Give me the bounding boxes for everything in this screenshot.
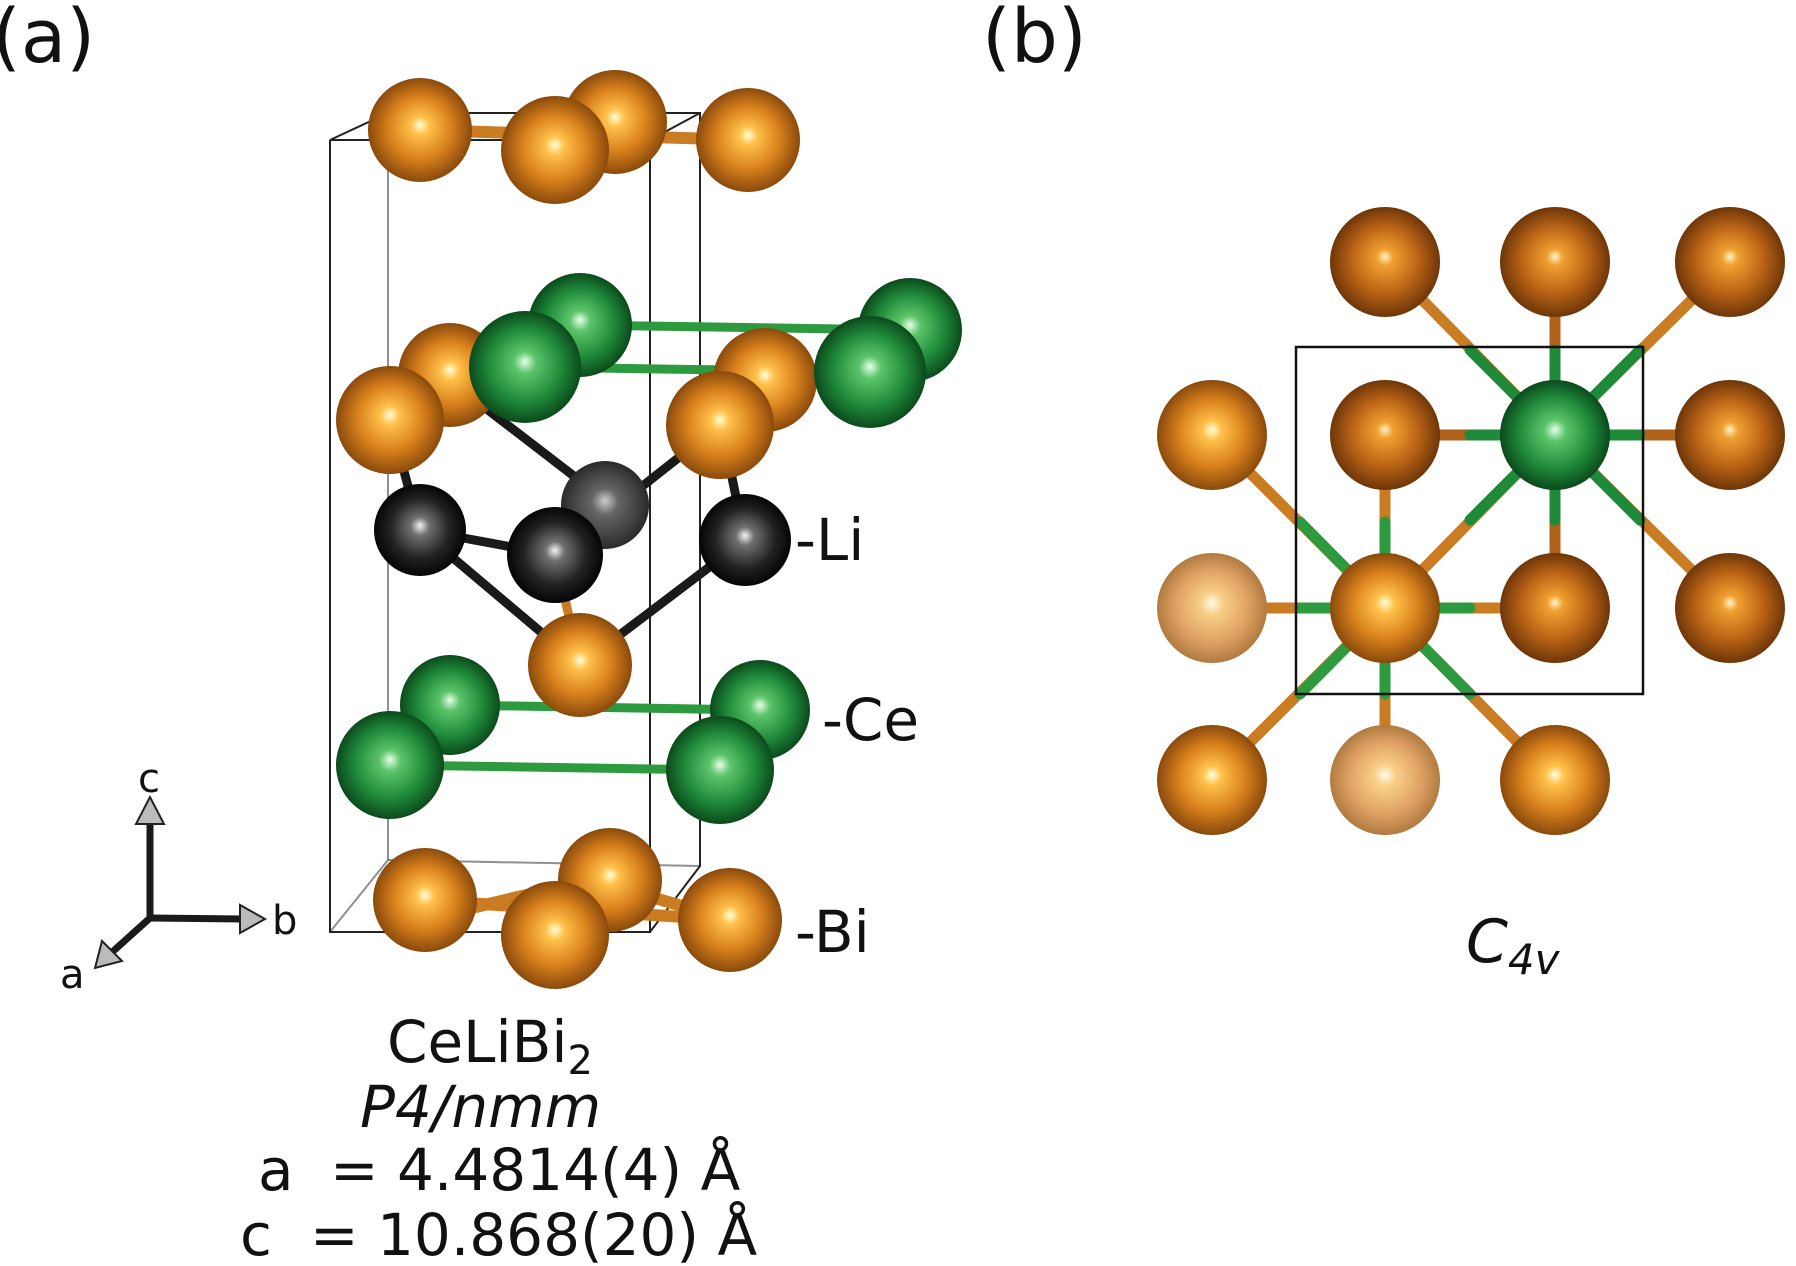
bi-atom xyxy=(1330,207,1440,317)
ce-atom xyxy=(336,711,444,819)
bi-atom xyxy=(1500,207,1610,317)
bi-atom xyxy=(1500,553,1610,663)
bi-atom xyxy=(501,881,609,989)
bi-atom xyxy=(1330,725,1440,835)
lattice-a-name: a xyxy=(258,1136,294,1204)
ce-atom xyxy=(666,716,774,824)
bi-atom xyxy=(336,366,444,474)
bi-atom xyxy=(1675,380,1785,490)
li-atom xyxy=(507,507,603,603)
bi-atom xyxy=(1330,553,1440,663)
bi-atom xyxy=(696,88,800,192)
symmetry-label: C4v xyxy=(1466,907,1561,984)
panel-a-label: (a) xyxy=(0,0,95,80)
c-axis-arrow-icon xyxy=(134,794,166,825)
panel-b-label: (b) xyxy=(982,0,1087,80)
bi-atom xyxy=(368,78,472,182)
li-atom xyxy=(374,484,466,576)
b-axis-label: b xyxy=(272,898,297,944)
bi-atom xyxy=(666,371,774,479)
bi-atom xyxy=(501,96,609,204)
panel-a: (a) xyxy=(0,0,962,1266)
panel-b: (b) xyxy=(982,0,1785,984)
ce-label: -Ce xyxy=(822,686,919,754)
bi-atom xyxy=(373,848,477,952)
bi-atom xyxy=(678,868,782,972)
bi-atom xyxy=(528,613,632,717)
space-group: P4/nmm xyxy=(360,1073,601,1141)
atoms-panel-b xyxy=(1157,207,1785,835)
bi-label: -Bi xyxy=(795,898,870,966)
bi-atom xyxy=(1675,553,1785,663)
a-axis-arrow-icon xyxy=(93,939,124,970)
lattice-c-name: c xyxy=(240,1201,272,1266)
bi-atom xyxy=(1157,553,1267,663)
ce-atom xyxy=(1500,380,1610,490)
bi-atom xyxy=(1157,380,1267,490)
bonds-panel-b xyxy=(1206,256,1736,786)
ce-atom xyxy=(469,311,581,423)
compound-formula: CeLiBi2 xyxy=(387,1008,593,1084)
bi-atom xyxy=(1675,207,1785,317)
atoms-panel-a xyxy=(336,70,962,989)
bi-atom xyxy=(1500,725,1610,835)
lattice-c-value: = 10.868(20) Å xyxy=(310,1200,757,1266)
b-axis-arrow-icon xyxy=(239,903,268,935)
bi-atom xyxy=(1157,725,1267,835)
lattice-a-value: = 4.4814(4) Å xyxy=(330,1135,741,1204)
c-axis-label: c xyxy=(138,756,160,802)
axes-triad: c b a xyxy=(60,756,297,998)
unit-cell-square xyxy=(1294,345,1645,696)
a-axis-label: a xyxy=(60,952,85,998)
bi-atom xyxy=(1330,380,1440,490)
li-atom xyxy=(699,494,791,586)
li-label: -Li xyxy=(795,506,864,574)
ce-atom xyxy=(814,316,926,428)
